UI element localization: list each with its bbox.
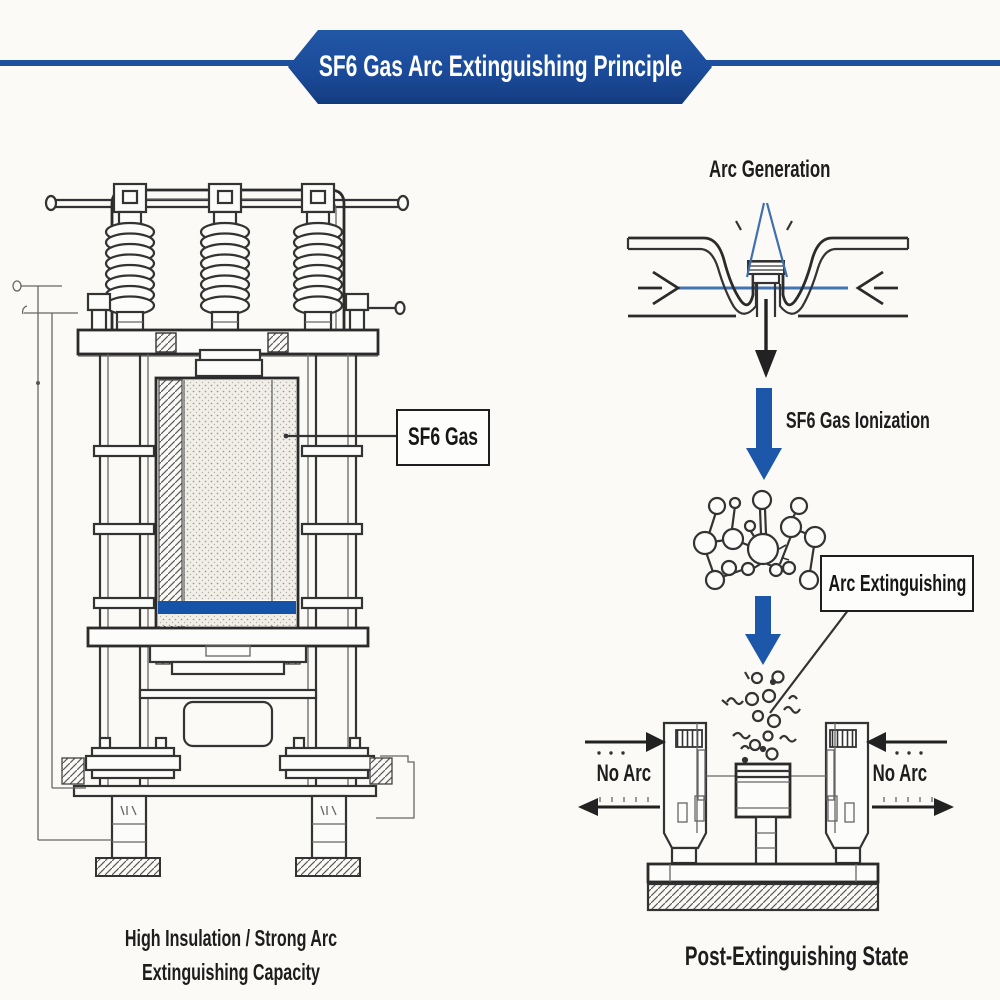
right-contact-tower xyxy=(824,721,870,865)
base-plate xyxy=(646,862,880,912)
small-down-arrow-icon xyxy=(755,299,777,378)
exhaust-arrow-right xyxy=(872,797,954,816)
contact-stack xyxy=(747,260,785,317)
sf6-gas-label: SF6 Gas xyxy=(407,423,479,451)
platform-posts xyxy=(86,292,370,334)
ground-wires xyxy=(12,280,112,841)
flow-arrow-down-icon-2 xyxy=(745,596,781,665)
arc-generation-drawing xyxy=(626,202,910,378)
insulator-bushings xyxy=(104,182,344,334)
arc-extinguishing-leader-line xyxy=(769,608,850,714)
page-title: SF6 Gas Arc Extinguishing Principle xyxy=(318,50,682,83)
gas-bubbles-drawing xyxy=(721,670,801,764)
no-arc-arrow-right xyxy=(866,732,947,755)
sf6-label-leader-line xyxy=(283,433,396,439)
legs-and-feet xyxy=(95,794,361,877)
sf6-gas-label-box: SF6 Gas xyxy=(396,409,490,466)
current-arrow-right xyxy=(855,270,898,306)
exhaust-arrow-left xyxy=(578,797,660,816)
arc-generation-title: Arc Generation xyxy=(709,156,831,183)
left-figure-caption: High Insulation / Strong Arc Extinguishi… xyxy=(124,925,338,985)
no-arc-arrow-left xyxy=(585,732,666,755)
molecule-diagram xyxy=(692,489,827,591)
flange-assemblies xyxy=(61,736,393,798)
title-banner: SF6 Gas Arc Extinguishing Principle xyxy=(288,30,712,104)
current-arrow-left xyxy=(638,270,681,306)
ionization-label: SF6 Gas Ionization xyxy=(785,407,931,433)
right-bracket-outline xyxy=(376,755,415,819)
support-columns xyxy=(92,354,364,786)
post-extinguishing-caption: Post-Extinguishing State xyxy=(685,941,909,971)
left-contact-tower xyxy=(662,721,708,865)
no-arc-label-right: No Arc xyxy=(872,760,928,787)
arc-extinguishing-label-box: Arc Extinguishing xyxy=(820,555,974,612)
lower-mechanism xyxy=(86,626,370,748)
arc-extinguishing-label: Arc Extinguishing xyxy=(828,570,966,596)
circuit-breaker-drawing xyxy=(12,182,415,877)
arc-spark xyxy=(735,202,793,278)
flow-arrow-down-icon-1 xyxy=(746,388,782,480)
sf6-gas-chamber xyxy=(154,348,300,632)
no-arc-label-left: No Arc xyxy=(596,760,652,787)
center-piston xyxy=(706,762,826,878)
post-extinguishing-drawing xyxy=(578,721,954,912)
